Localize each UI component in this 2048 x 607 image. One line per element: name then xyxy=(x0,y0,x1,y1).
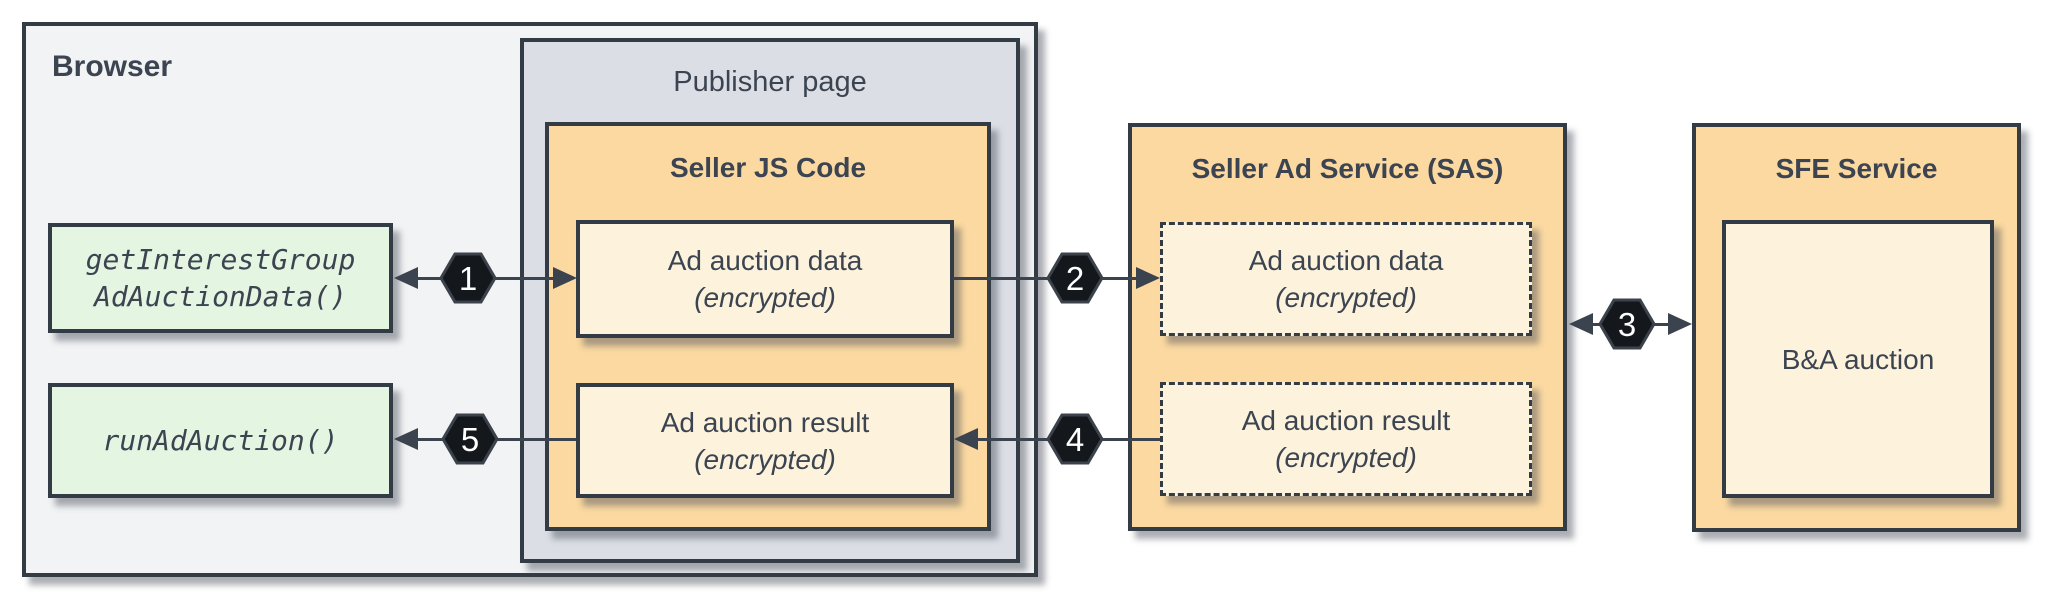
hexagon-icon xyxy=(1598,298,1656,350)
js-ad-auction-result-label: Ad auction result xyxy=(660,406,870,438)
hexagon-icon xyxy=(441,413,499,465)
run-ad-auction-box: runAdAuction() xyxy=(48,383,393,498)
step-number: 3 xyxy=(1617,305,1637,343)
step-number: 2 xyxy=(1065,259,1085,297)
step-badge-4: 4 xyxy=(1045,412,1105,466)
connector-step2-line xyxy=(953,277,1140,280)
sas-ad-auction-result-label: Ad auction result xyxy=(1241,405,1451,436)
hexagon-icon xyxy=(439,252,497,304)
arrowhead-step1-right xyxy=(553,267,577,289)
api-label-line2: AdAuctionData() xyxy=(94,280,347,313)
sas-ad-auction-result-encrypted-label: (encrypted) xyxy=(1275,442,1417,473)
seller-ad-service-title: Seller Ad Service (SAS) xyxy=(1191,153,1504,184)
sfe-service-title: SFE Service xyxy=(1775,153,1938,184)
arrowhead-step5-left xyxy=(394,428,418,450)
js-ad-auction-data-box: Ad auction data (encrypted) xyxy=(576,220,954,338)
step-number: 5 xyxy=(460,420,480,458)
arrowhead-step2-right xyxy=(1136,267,1160,289)
js-ad-auction-data-encrypted-label: (encrypted) xyxy=(694,282,836,313)
js-ad-auction-data-label: Ad auction data xyxy=(667,245,863,276)
sas-ad-auction-data-label: Ad auction data xyxy=(1248,245,1444,276)
publisher-page-title: Publisher page xyxy=(673,66,867,98)
arrowhead-step3-left xyxy=(1569,313,1593,335)
step-badge-3: 3 xyxy=(1597,297,1657,351)
sas-ad-auction-data-encrypted-label: (encrypted) xyxy=(1275,282,1417,313)
browser-title: Browser xyxy=(52,50,173,83)
ba-auction-label: B&A auction xyxy=(1781,343,1935,375)
get-interest-group-ad-auction-data-box: getInterestGroup AdAuctionData() xyxy=(48,223,393,333)
hexagon-icon xyxy=(1046,413,1104,465)
seller-js-code-title: Seller JS Code xyxy=(669,152,867,183)
step-number: 1 xyxy=(458,259,478,297)
sas-ad-auction-result-box: Ad auction result (encrypted) xyxy=(1160,382,1532,496)
api-label: runAdAuction() xyxy=(102,424,339,457)
api-label-line1: getInterestGroup xyxy=(85,243,356,276)
step-badge-2: 2 xyxy=(1045,251,1105,305)
ba-auction-box: B&A auction xyxy=(1722,220,1994,498)
arrowhead-step1-left xyxy=(394,267,418,289)
step-badge-1: 1 xyxy=(438,251,498,305)
js-ad-auction-result-encrypted-label: (encrypted) xyxy=(694,443,836,475)
step-number: 4 xyxy=(1065,420,1085,458)
js-ad-auction-result-box: Ad auction result (encrypted) xyxy=(576,383,954,498)
step-badge-5: 5 xyxy=(440,412,500,466)
sas-ad-auction-data-box: Ad auction data (encrypted) xyxy=(1160,222,1532,336)
arrowhead-step4-left xyxy=(954,428,978,450)
arrowhead-step3-right xyxy=(1668,313,1692,335)
hexagon-icon xyxy=(1046,252,1104,304)
